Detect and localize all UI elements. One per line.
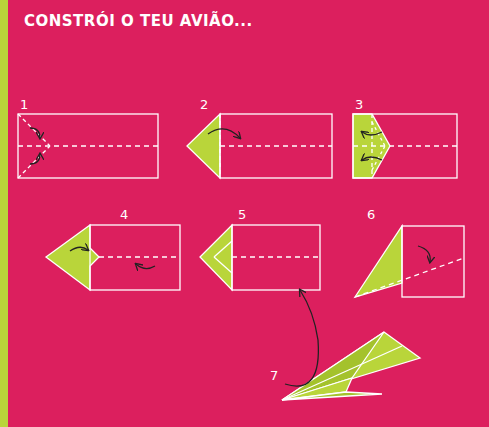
step-number: 6 [367,207,375,222]
step-number: 1 [20,97,28,112]
step-number: 4 [120,207,128,222]
step-number: 7 [270,368,278,383]
step-number: 5 [238,207,246,222]
page-title: CONSTRÓI O TEU AVIÃO... [24,12,253,30]
step-number: 3 [355,97,363,112]
step-number: 2 [200,97,208,112]
